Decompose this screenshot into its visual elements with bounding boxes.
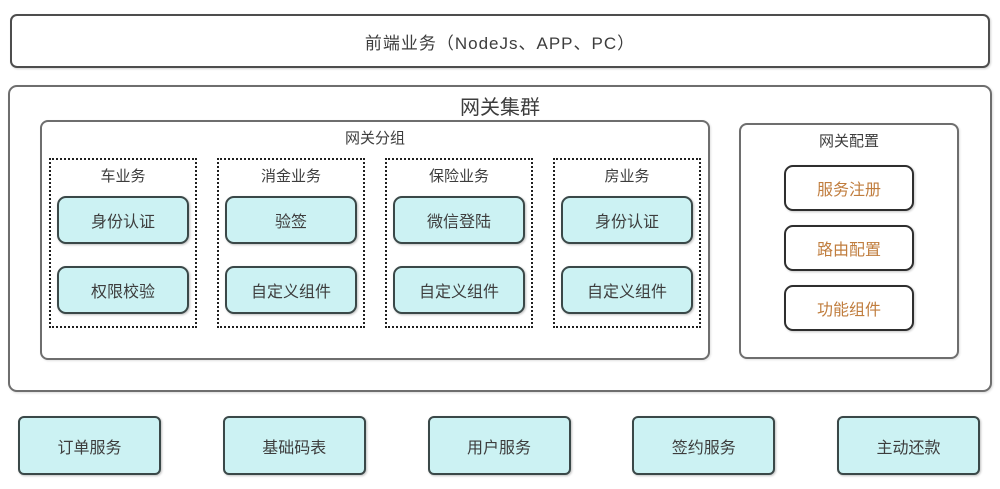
group-consumer-finance-business: 消金业务 验签 自定义组件 bbox=[217, 158, 365, 328]
gateway-config-box: 网关配置 服务注册 路由配置 功能组件 bbox=[739, 123, 959, 359]
component-box: 身份认证 bbox=[57, 196, 189, 244]
gateway-config-title: 网关配置 bbox=[818, 133, 879, 150]
service-user: 用户服务 bbox=[427, 416, 571, 475]
config-item-service-registration: 服务注册 bbox=[784, 165, 914, 211]
frontend-business-box: 前端业务（NodeJs、APP、PC） bbox=[10, 14, 990, 68]
component-box: 自定义组件 bbox=[561, 266, 693, 314]
group-name: 消金业务 bbox=[260, 168, 321, 185]
gateway-cluster-box: 网关集群 网关分组 车业务 身份认证 权限校验 消金业务 验签 自定义组件 保险… bbox=[8, 85, 992, 392]
gateway-cluster-title: 网关集群 bbox=[460, 97, 540, 119]
service-base-code-table: 基础码表 bbox=[222, 416, 366, 475]
gateway-groups-box: 网关分组 车业务 身份认证 权限校验 消金业务 验签 自定义组件 保险业务 微信… bbox=[40, 120, 710, 360]
config-item-route-configuration: 路由配置 bbox=[784, 225, 914, 271]
group-insurance-business: 保险业务 微信登陆 自定义组件 bbox=[385, 158, 533, 328]
component-box: 自定义组件 bbox=[225, 266, 357, 314]
component-box: 验签 bbox=[225, 196, 357, 244]
service-signing: 签约服务 bbox=[632, 416, 776, 475]
component-box: 权限校验 bbox=[57, 266, 189, 314]
group-name: 车业务 bbox=[100, 168, 146, 185]
gateway-groups-title: 网关分组 bbox=[344, 130, 405, 147]
backend-services-row: 订单服务 基础码表 用户服务 签约服务 主动还款 bbox=[18, 416, 980, 475]
component-box: 微信登陆 bbox=[393, 196, 525, 244]
service-order: 订单服务 bbox=[18, 416, 161, 475]
group-name: 保险业务 bbox=[428, 168, 489, 185]
component-box: 身份认证 bbox=[561, 196, 693, 244]
config-item-function-components: 功能组件 bbox=[784, 285, 914, 331]
group-name: 房业务 bbox=[604, 168, 650, 185]
service-active-repayment: 主动还款 bbox=[837, 416, 980, 475]
gateway-groups-row: 车业务 身份认证 权限校验 消金业务 验签 自定义组件 保险业务 微信登陆 自定… bbox=[49, 158, 701, 330]
group-car-business: 车业务 身份认证 权限校验 bbox=[49, 158, 197, 328]
component-box: 自定义组件 bbox=[393, 266, 525, 314]
group-housing-business: 房业务 身份认证 自定义组件 bbox=[553, 158, 701, 328]
frontend-business-label: 前端业务（NodeJs、APP、PC） bbox=[364, 33, 636, 53]
